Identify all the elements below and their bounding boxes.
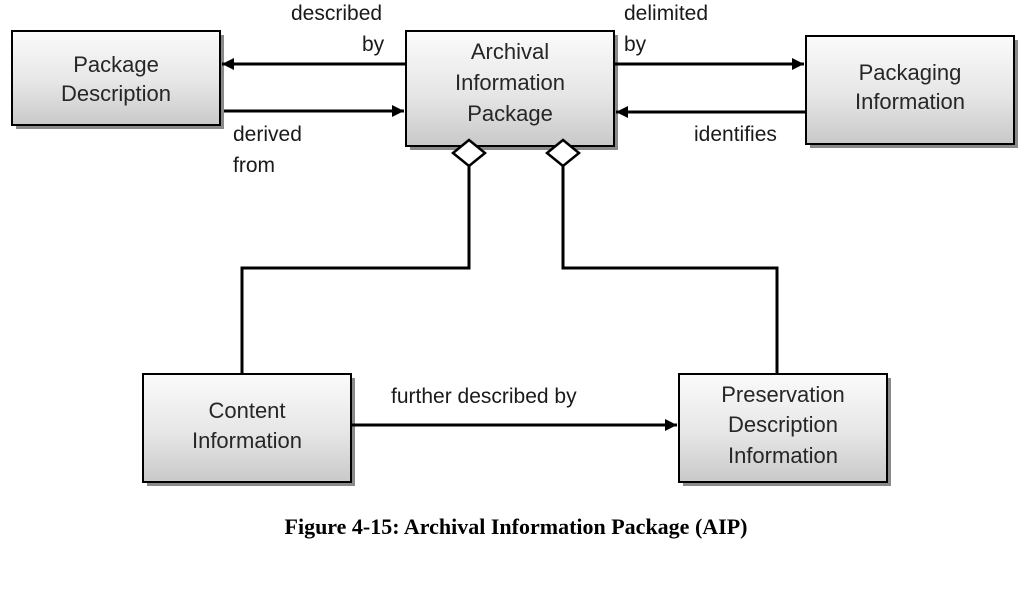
described-by-label-line-2: by bbox=[362, 33, 385, 56]
delimited-by-label-line-1: delimited bbox=[624, 2, 708, 25]
content-aggregation-line bbox=[240, 166, 471, 374]
aip-line-1: Archival bbox=[471, 39, 549, 64]
content-information-box bbox=[142, 373, 352, 483]
further-described-by-label: further described by bbox=[391, 385, 577, 408]
content-information-line-2: Information bbox=[192, 428, 302, 453]
pdi-aggregation-diamond bbox=[545, 138, 581, 168]
pdi-box bbox=[678, 373, 888, 483]
packaging-information-line-1: Packaging bbox=[859, 60, 962, 85]
content-aggregation-diamond bbox=[451, 138, 487, 168]
pdi-aggregation-line bbox=[561, 166, 779, 374]
pdi-line-1: Preservation bbox=[721, 382, 845, 407]
packaging-information-line-2: Information bbox=[855, 89, 965, 114]
figure-caption: Figure 4-15: Archival Information Packag… bbox=[284, 514, 748, 539]
packaging-information-box bbox=[805, 35, 1015, 145]
pdi-line-3: Information bbox=[728, 443, 838, 468]
aip-line-2: Information bbox=[455, 70, 565, 95]
package-description-line-2: Description bbox=[61, 81, 171, 106]
content-information-line-1: Content bbox=[208, 398, 285, 423]
delimited-by-label-line-2: by bbox=[624, 33, 647, 56]
aip-line-3: Package bbox=[467, 101, 553, 126]
pdi-line-2: Description bbox=[728, 412, 838, 437]
package-description-line-1: Package bbox=[73, 52, 159, 77]
derived-from-label-line-2: from bbox=[233, 154, 275, 177]
package-description-box bbox=[11, 30, 221, 126]
described-by-label-line-1: described bbox=[291, 2, 382, 25]
derived-from-label-line-1: derived bbox=[233, 123, 302, 146]
identifies-label: identifies bbox=[694, 123, 777, 146]
aip-box bbox=[405, 30, 615, 147]
